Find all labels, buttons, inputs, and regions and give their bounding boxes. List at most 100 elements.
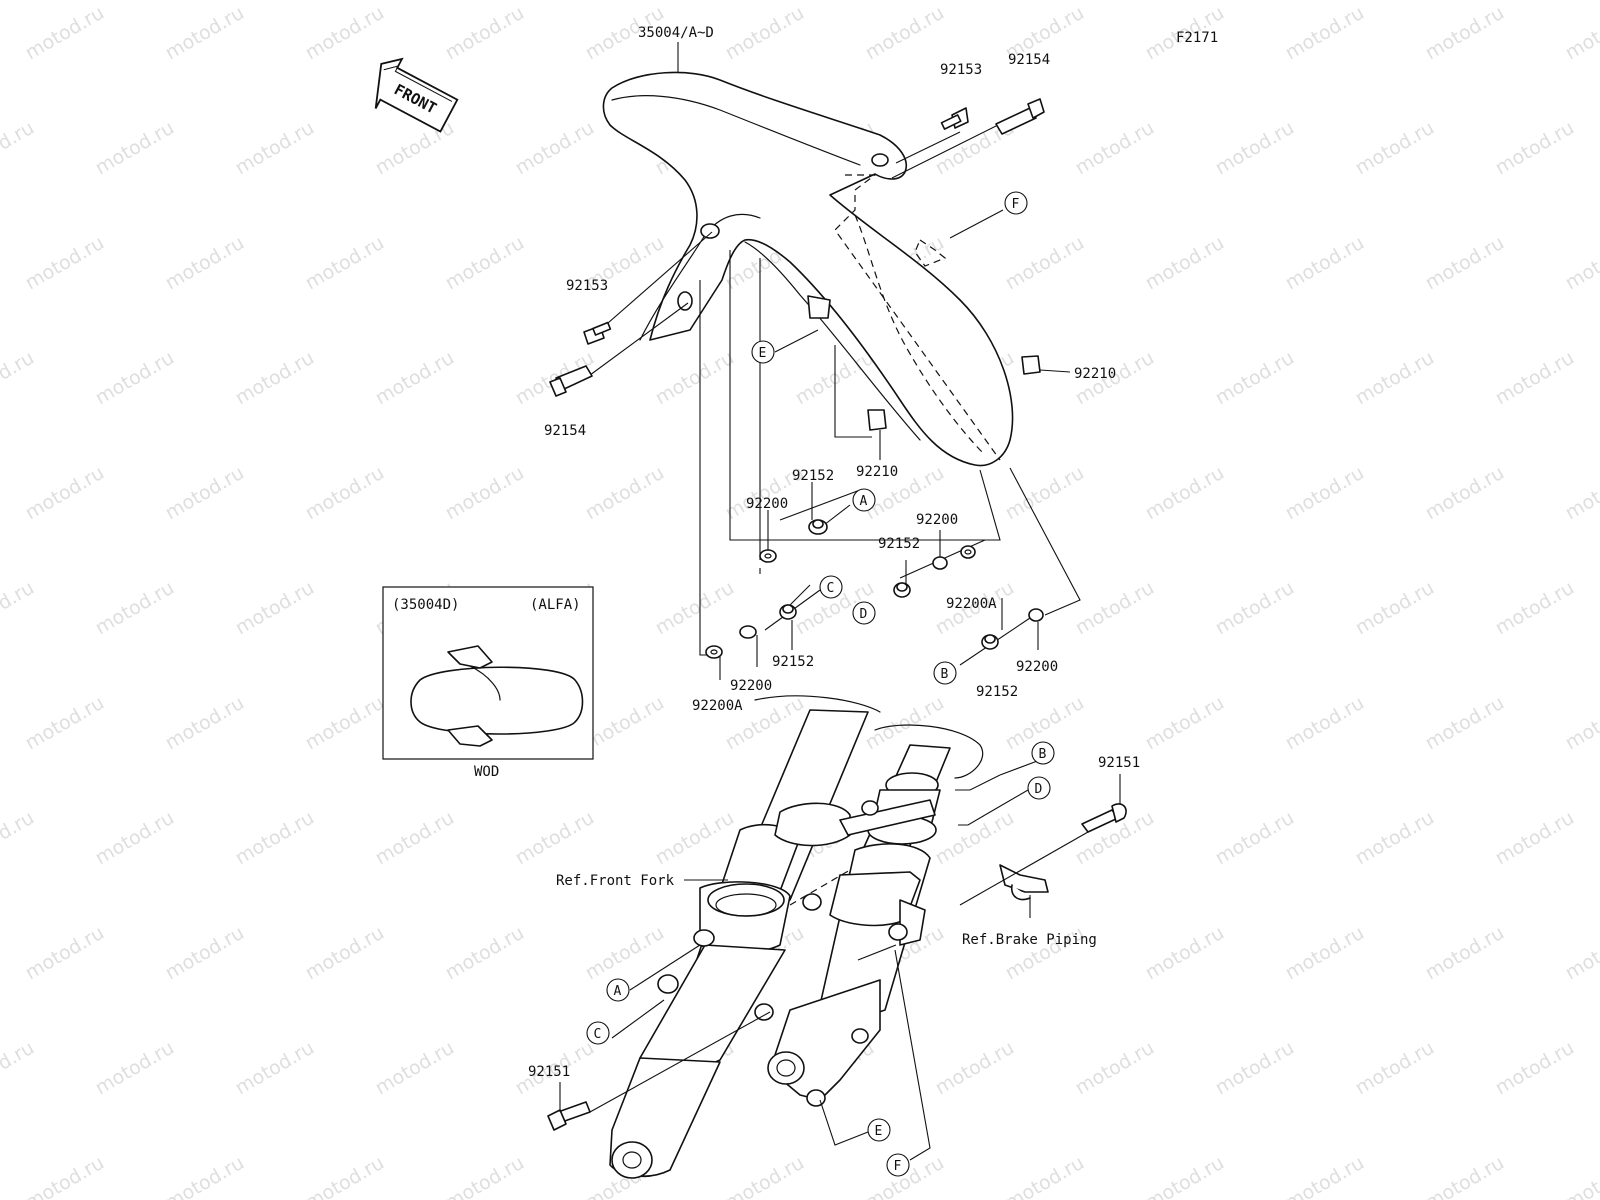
watermark-text: motod.ru — [232, 1037, 318, 1100]
brake-piping-clamp — [547, 803, 1127, 1131]
watermark-text: motod.ru — [1562, 692, 1600, 755]
label-92153-left: 92153 — [566, 278, 608, 294]
watermark-text: motod.ru — [1492, 1037, 1578, 1100]
callout-f-top: F — [1004, 191, 1028, 215]
clip-nut-icon — [1021, 355, 1041, 375]
svg-text:A: A — [860, 494, 868, 509]
label-92210-middle: 92210 — [856, 464, 898, 480]
label-92151-right: 92151 — [1098, 755, 1140, 771]
watermark-text: motod.ru — [1002, 462, 1088, 525]
watermark-text: motod.ru — [1212, 1037, 1298, 1100]
label-92200-a: 92200 — [746, 496, 788, 512]
callout-d-top: D — [852, 601, 876, 625]
watermark-text: motod.ru — [92, 1037, 178, 1100]
svg-text:F: F — [1012, 197, 1020, 212]
watermark-text: motod.ru — [1562, 2, 1600, 65]
watermark-text: motod.ru — [1422, 1152, 1508, 1200]
inset-caption: WOD — [474, 764, 499, 780]
watermark-text: motod.ru — [1142, 692, 1228, 755]
callout-d-fork: D — [1027, 776, 1051, 800]
label-92154-top: 92154 — [1008, 52, 1050, 68]
watermark-text: motod.ru — [232, 807, 318, 870]
watermark-text: motod.ru — [162, 922, 248, 985]
watermark-text: motod.ru — [0, 117, 38, 180]
watermark-text: motod.ru — [92, 117, 178, 180]
watermark-text: motod.ru — [1562, 462, 1600, 525]
watermark-text: motod.ru — [1072, 577, 1158, 640]
watermark-text: motod.ru — [22, 2, 108, 65]
watermark-text: motod.ru — [0, 1037, 38, 1100]
watermark-text: motod.ru — [22, 232, 108, 295]
watermark-text: motod.ru — [162, 462, 248, 525]
svg-text:E: E — [759, 346, 767, 361]
watermark-text: motod.ru — [22, 462, 108, 525]
watermark-text: motod.ru — [512, 117, 598, 180]
watermark-text: motod.ru — [92, 807, 178, 870]
label-fender: 35004/A~D — [638, 25, 714, 41]
watermark-text: motod.ru — [1352, 577, 1438, 640]
watermark-text: motod.ru — [1352, 1037, 1438, 1100]
watermark-text: motod.ru — [862, 2, 948, 65]
watermark-text: motod.ru — [1352, 347, 1438, 410]
watermark-text: motod.ru — [232, 577, 318, 640]
watermark-text: motod.ru — [1492, 577, 1578, 640]
watermark-text: motod.ru — [582, 462, 668, 525]
watermark-text: motod.ru — [1212, 807, 1298, 870]
watermark-text: motod.ru — [1562, 232, 1600, 295]
watermark-text: motod.ru — [1422, 462, 1508, 525]
watermark-text: motod.ru — [442, 462, 528, 525]
watermark-text: motod.ru — [1002, 1152, 1088, 1200]
watermark-text: motod.ru — [232, 347, 318, 410]
callout-c-fork: C — [586, 1021, 610, 1045]
watermark-text: motod.ru — [582, 922, 668, 985]
watermark-text: motod.ru — [1142, 232, 1228, 295]
svg-text:C: C — [827, 581, 835, 596]
part-labels: 35004/A~D 92153 92154 92153 92154 92210 … — [528, 25, 1140, 1080]
watermark-text: motod.ru — [372, 347, 458, 410]
label-92153-top: 92153 — [940, 62, 982, 78]
watermark-text: motod.ru — [0, 807, 38, 870]
watermark-text: motod.ru — [1142, 922, 1228, 985]
watermark-text: motod.ru — [442, 232, 528, 295]
watermark-text: motod.ru — [372, 807, 458, 870]
watermark-text: motod.ru — [372, 117, 458, 180]
watermark-text: motod.ru — [1282, 232, 1368, 295]
callout-e-fork: E — [867, 1118, 891, 1142]
label-92152-d: 92152 — [878, 536, 920, 552]
svg-text:A: A — [614, 984, 622, 999]
callout-circles: F E A C D B B D A C E F — [586, 191, 1055, 1177]
watermark-text: motod.ru — [302, 232, 388, 295]
svg-text:D: D — [1035, 782, 1043, 797]
watermark-text: motod.ru — [1492, 117, 1578, 180]
watermark-text: motod.ru — [1562, 922, 1600, 985]
watermark-text: motod.ru — [1072, 117, 1158, 180]
watermark-text: motod.ru — [162, 1152, 248, 1200]
watermark-text: motod.ru — [1282, 922, 1368, 985]
watermark-text: motod.ru — [302, 2, 388, 65]
callout-e-top: E — [751, 340, 775, 364]
watermark-text: motod.ru — [1282, 2, 1368, 65]
washers-bolts — [705, 519, 1044, 659]
watermark-text: motod.ru — [722, 2, 808, 65]
watermark-text: motod.ru — [162, 232, 248, 295]
watermark-text: motod.ru — [1142, 1152, 1228, 1200]
callout-a-top: A — [852, 488, 876, 512]
label-92154-left: 92154 — [544, 423, 586, 439]
callout-b-fork: B — [1031, 741, 1055, 765]
watermark-text: motod.ru — [1422, 232, 1508, 295]
watermark-text: motod.ru — [442, 2, 528, 65]
label-92152-c: 92152 — [772, 654, 814, 670]
inset-part-label: (35004D) — [392, 597, 459, 613]
label-92200a-d: 92200A — [946, 596, 997, 612]
watermark-text: motod.ru — [442, 922, 528, 985]
figure-code: F2171 — [1176, 30, 1218, 46]
watermark-text: motod.ru — [372, 1037, 458, 1100]
watermark-text: motod.ru — [932, 807, 1018, 870]
callout-a-fork: A — [606, 978, 630, 1002]
watermark-text: motod.ru — [442, 1152, 528, 1200]
watermark-text: motod.ru — [232, 117, 318, 180]
svg-text:F: F — [894, 1159, 902, 1174]
watermark-text: motod.ru — [92, 577, 178, 640]
callout-c-top: C — [819, 575, 843, 599]
